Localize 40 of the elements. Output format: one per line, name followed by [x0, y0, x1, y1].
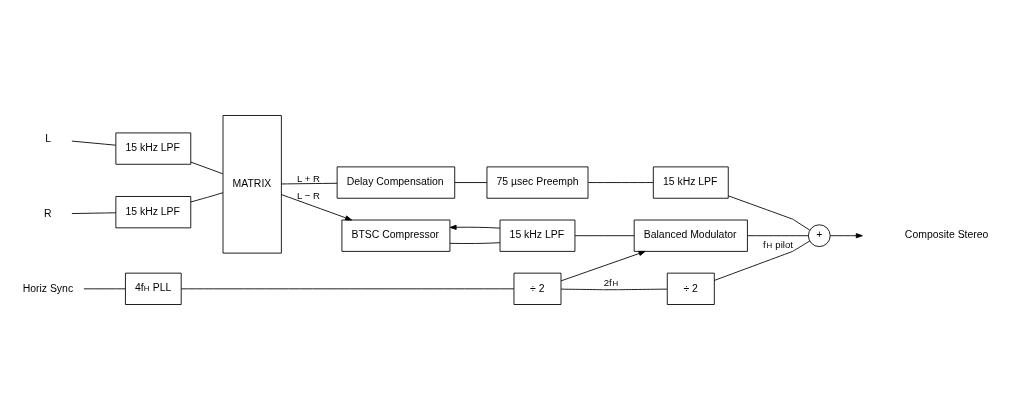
connector	[713, 240, 811, 281]
node-box: 15 kHz LPF	[499, 219, 576, 252]
node-box: 4fH PLL	[125, 272, 182, 305]
connector	[560, 288, 668, 291]
connector	[747, 235, 809, 237]
connector	[281, 182, 338, 185]
connector	[587, 182, 654, 183]
connector	[574, 235, 635, 237]
edge-label: L + R	[297, 172, 320, 184]
node-box: 15 kHz LPF	[652, 166, 729, 199]
connector	[180, 288, 515, 290]
node-box: BTSC Compressor	[341, 219, 451, 252]
arrow	[449, 224, 501, 230]
node-box: Delay Compensation	[336, 166, 456, 199]
connector	[71, 140, 117, 146]
node-text: L	[45, 132, 52, 144]
connector	[190, 161, 224, 175]
node-box: 75 µsec Preemph	[486, 166, 589, 199]
connector	[449, 242, 501, 244]
connector	[728, 195, 811, 231]
node-box: ÷ 2	[513, 272, 562, 305]
edge-label: L − R	[297, 189, 320, 201]
node-circle: +	[807, 224, 831, 248]
node-text: R	[44, 207, 52, 219]
connector	[83, 288, 126, 290]
arrow	[560, 250, 646, 282]
edge-label: fH pilot	[763, 238, 793, 250]
arrow	[829, 233, 863, 239]
node-text: Horiz Sync	[22, 282, 74, 294]
node-box: MATRIX	[222, 115, 282, 254]
label: Composite Stereo	[904, 229, 989, 241]
connector	[454, 182, 488, 183]
connector	[190, 192, 224, 203]
node-box: ÷ 2	[666, 272, 715, 305]
arrow	[281, 194, 353, 221]
node-box: Balanced Modulator	[633, 219, 748, 252]
node-box: 15 kHz LPF	[115, 196, 192, 229]
edge-label: 2fH	[603, 277, 619, 289]
connector	[71, 212, 117, 214]
node-box: 15 kHz LPF	[115, 132, 192, 165]
